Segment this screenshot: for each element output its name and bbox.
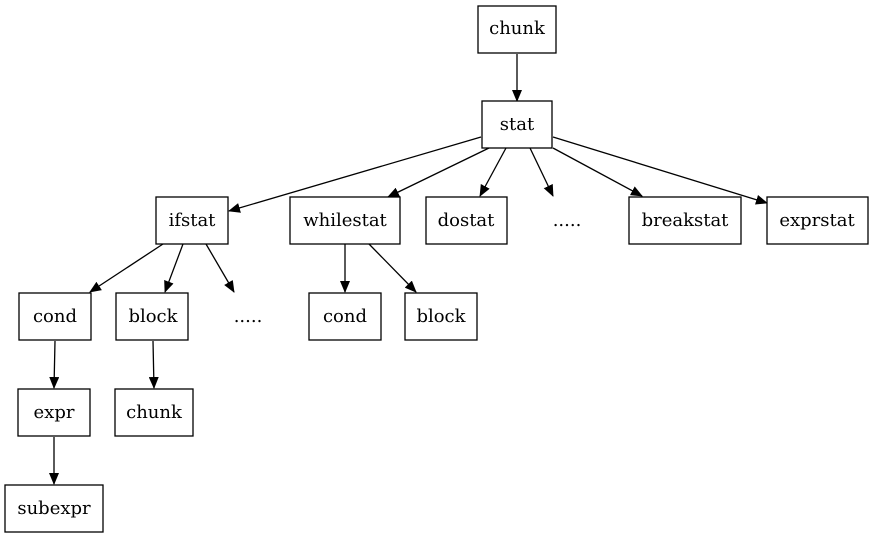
node-while-block: block <box>404 292 478 341</box>
edge-stat-breakstat <box>552 147 643 197</box>
node-stat: stat <box>481 100 553 149</box>
node-exprstat: exprstat <box>766 196 869 245</box>
node-label: dostat <box>438 210 496 231</box>
edge-ifstat-cond <box>89 243 164 293</box>
edge-stat-dostat <box>479 147 507 197</box>
edges <box>49 54 768 485</box>
node-while-cond: cond <box>308 292 382 341</box>
edge-stat-whilestat <box>387 147 490 198</box>
edge-block-chunk <box>148 340 159 389</box>
node-label: stat <box>500 114 535 135</box>
edge-ifstat-more <box>205 243 235 293</box>
node-label: ifstat <box>169 210 217 231</box>
node-label: block <box>416 306 466 327</box>
node-label: block <box>128 306 178 327</box>
edge-stat-ifstat <box>228 136 482 213</box>
node-label: whilestat <box>303 210 387 231</box>
node-whilestat: whilestat <box>289 196 401 245</box>
node-label: cond <box>33 306 77 327</box>
node-label: chunk <box>126 402 183 423</box>
node-ifstat: ifstat <box>155 196 229 245</box>
node-block-chunk: chunk <box>114 388 194 437</box>
node-label: subexpr <box>17 498 91 519</box>
node-label: chunk <box>489 18 546 39</box>
node-breakstat: breakstat <box>628 196 742 245</box>
edge-cond-expr <box>49 340 60 389</box>
node-if-block: block <box>115 292 189 341</box>
node-stat-ellipsis: ..... <box>553 210 582 231</box>
node-dostat: dostat <box>425 196 508 245</box>
node-label: expr <box>34 402 75 423</box>
edge-stat-exprstat <box>552 136 768 205</box>
edge-stat-more <box>529 147 554 197</box>
node-label: exprstat <box>779 210 855 231</box>
ellipsis-label: ..... <box>234 306 263 327</box>
node-expr: expr <box>17 388 91 437</box>
node-subexpr: subexpr <box>4 484 104 533</box>
edge-whilestat-block <box>368 243 417 293</box>
node-if-ellipsis: ..... <box>234 306 263 327</box>
node-if-cond: cond <box>18 292 92 341</box>
node-label: breakstat <box>642 210 730 231</box>
edge-ifstat-block <box>164 243 184 293</box>
node-label: cond <box>323 306 367 327</box>
ellipsis-label: ..... <box>553 210 582 231</box>
node-chunk-root: chunk <box>477 5 557 54</box>
